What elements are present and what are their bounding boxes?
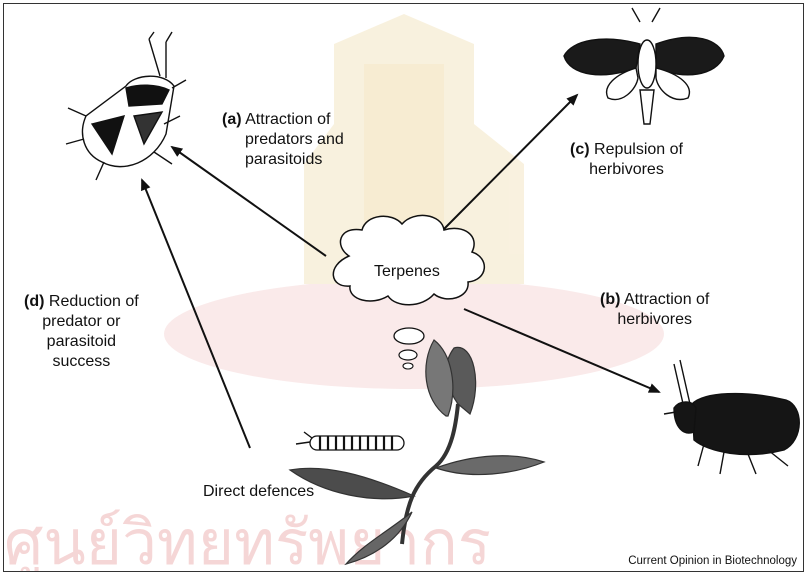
label-b: (b) Attraction of herbivores [600,290,709,330]
label-d: (d) Reduction of predator or parasitoid … [24,292,139,372]
label-a-key: (a) [222,111,242,128]
label-d-line3: parasitoid [47,333,116,350]
label-d-line4: success [52,353,110,370]
label-b-line1: Attraction of [624,291,709,308]
diagram-drawing [4,4,804,572]
label-b-line2: herbivores [617,311,692,328]
predator-bug-icon [66,32,186,180]
thought-bubble-2 [399,350,417,360]
label-c-line2: herbivores [589,161,664,178]
direct-defences-label: Direct defences [203,482,314,502]
thought-bubble-3 [403,363,413,369]
moth-icon [564,8,724,124]
label-a-line1: Attraction of [245,111,330,128]
terpenes-cloud [333,215,484,304]
credit-text: Current Opinion in Biotechnology [628,555,797,567]
label-c-line1: Repulsion of [594,141,683,158]
thought-bubble-1 [394,328,424,344]
arrow-to-predator-d [142,180,250,448]
label-a-line3: parasitoids [222,151,322,168]
caterpillar-icon [296,432,404,450]
label-d-line2: predator or [42,313,120,330]
beetle-icon [664,360,799,474]
label-a: (a) Attraction of predators and parasito… [222,110,344,170]
label-c: (c) Repulsion of herbivores [570,140,683,180]
plant-icon [290,340,544,564]
terpenes-label: Terpenes [374,262,440,282]
label-b-key: (b) [600,291,620,308]
label-d-key: (d) [24,293,44,310]
arrow-to-moth-c [444,95,577,229]
label-c-key: (c) [570,141,590,158]
label-a-line2: predators and [222,131,344,148]
label-d-line1: Reduction of [49,293,139,310]
diagram-frame: ศูนย์วิทยทรัพยากร [3,3,804,572]
